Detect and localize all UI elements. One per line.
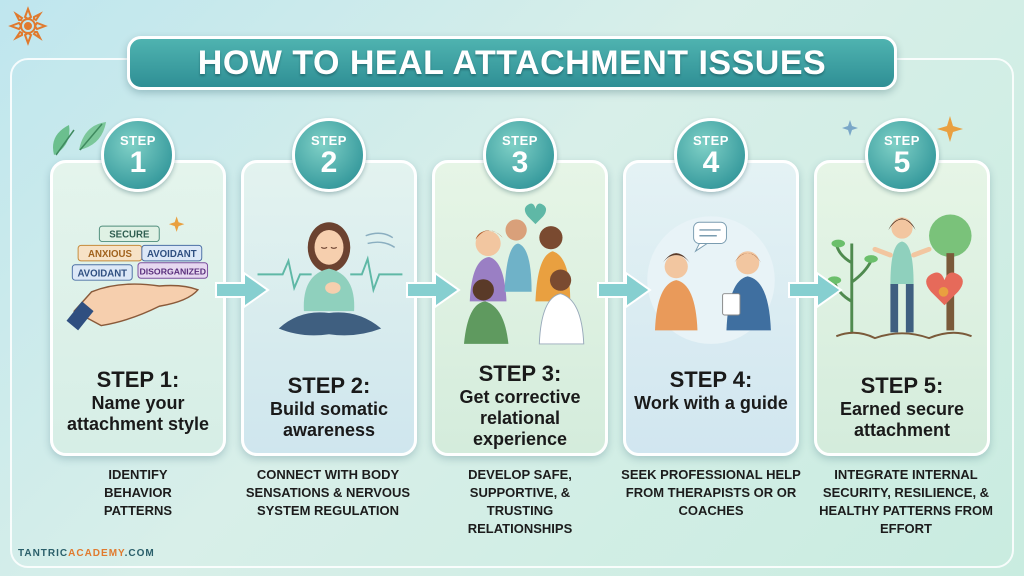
step-label-5: Earned secure attachment <box>839 399 965 440</box>
footer-prefix: TANTRIC <box>18 548 69 559</box>
supportive-group-illustration <box>463 203 585 345</box>
footer-suffix: .COM <box>124 548 155 559</box>
badge-word-5: STEP <box>884 133 920 148</box>
step-number-1: STEP 1: <box>96 367 180 392</box>
badge-word-4: STEP <box>693 133 729 148</box>
badge-number-5: 5 <box>893 146 911 179</box>
step-badge-2: STEP 2 <box>292 118 366 192</box>
step-title-3: STEP 3: Get corrective relational experi… <box>435 361 605 450</box>
tag-avoidant-2: AVOIDANT <box>77 268 127 279</box>
step-number-2: STEP 2: <box>287 373 371 398</box>
step-title-4: STEP 4: Work with a guide <box>626 367 796 414</box>
tag-avoidant: AVOIDANT <box>147 249 197 260</box>
leaves-icon <box>53 122 106 156</box>
step-title-5: STEP 5: Earned secure attachment <box>817 373 987 441</box>
arrow-right-icon <box>597 271 652 309</box>
step-number-3: STEP 3: <box>478 361 562 386</box>
footer-url: TANTRICACADEMY.COM <box>18 548 155 559</box>
step-badge-3: STEP 3 <box>483 118 557 192</box>
step-card-3: STEP 3: Get corrective relational experi… <box>432 160 608 456</box>
step-badge-5: STEP 5 <box>865 118 939 192</box>
badge-word-2: STEP <box>311 133 347 148</box>
step-card-1: SECURE ANXIOUS AVOIDANT AVOIDANT DISORGA… <box>50 160 226 456</box>
therapy-session-illustration <box>647 216 775 344</box>
step-number-5: STEP 5: <box>860 373 944 398</box>
step-card-2: STEP 2: Build somatic awareness <box>241 160 417 456</box>
tag-disorganized: DISORGANIZED <box>139 266 206 276</box>
tag-anxious: ANXIOUS <box>88 249 132 260</box>
step-label-1: Name your attachment style <box>66 393 210 434</box>
step-label-2: Build somatic awareness <box>269 399 389 440</box>
step-label-3: Get corrective relational experience <box>459 387 581 449</box>
meditating-woman-illustration <box>257 222 403 336</box>
page-title: HOW TO HEAL ATTACHMENT ISSUES <box>197 43 827 82</box>
badge-number-4: 4 <box>702 146 720 179</box>
step-number-4: STEP 4: <box>669 367 753 392</box>
arrow-right-icon <box>406 271 461 309</box>
step-title-1: STEP 1: Name your attachment style <box>53 367 223 435</box>
step-description-3: DEVELOP SAFE, SUPPORTIVE, & TRUSTING REL… <box>467 467 573 536</box>
step-description-2: CONNECT WITH BODY SENSATIONS & NERVOUS S… <box>245 467 411 518</box>
badge-word-3: STEP <box>502 133 538 148</box>
step-badge-4: STEP 4 <box>674 118 748 192</box>
step-label-4: Work with a guide <box>634 393 788 413</box>
tantric-academy-logo-icon <box>8 6 48 46</box>
step-card-4: STEP 4: Work with a guide <box>623 160 799 456</box>
step-description-5: INTEGRATE INTERNAL SECURITY, RESILIENCE,… <box>819 467 993 536</box>
step-description-1: IDENTIFY BEHAVIOR PATTERNS <box>103 467 173 518</box>
sparkle-icon <box>842 116 963 142</box>
tag-secure: SECURE <box>109 230 150 241</box>
arrow-right-icon <box>215 271 270 309</box>
attachment-styles-hand-illustration: SECURE ANXIOUS AVOIDANT AVOIDANT DISORGA… <box>66 216 209 331</box>
badge-word-1: STEP <box>120 133 156 148</box>
badge-number-1: 1 <box>129 146 147 179</box>
footer-accent: ACADEMY <box>68 548 125 559</box>
step-badge-1: STEP 1 <box>101 118 175 192</box>
step-description-4: SEEK PROFESSIONAL HELP FROM THERAPISTS O… <box>621 467 801 518</box>
step-card-5: STEP 5: Earned secure attachment <box>814 160 990 456</box>
arrow-right-icon <box>788 271 843 309</box>
title-banner: HOW TO HEAL ATTACHMENT ISSUES <box>127 36 897 90</box>
badge-number-3: 3 <box>511 146 529 179</box>
step-title-2: STEP 2: Build somatic awareness <box>244 373 414 441</box>
badge-number-2: 2 <box>320 146 338 179</box>
